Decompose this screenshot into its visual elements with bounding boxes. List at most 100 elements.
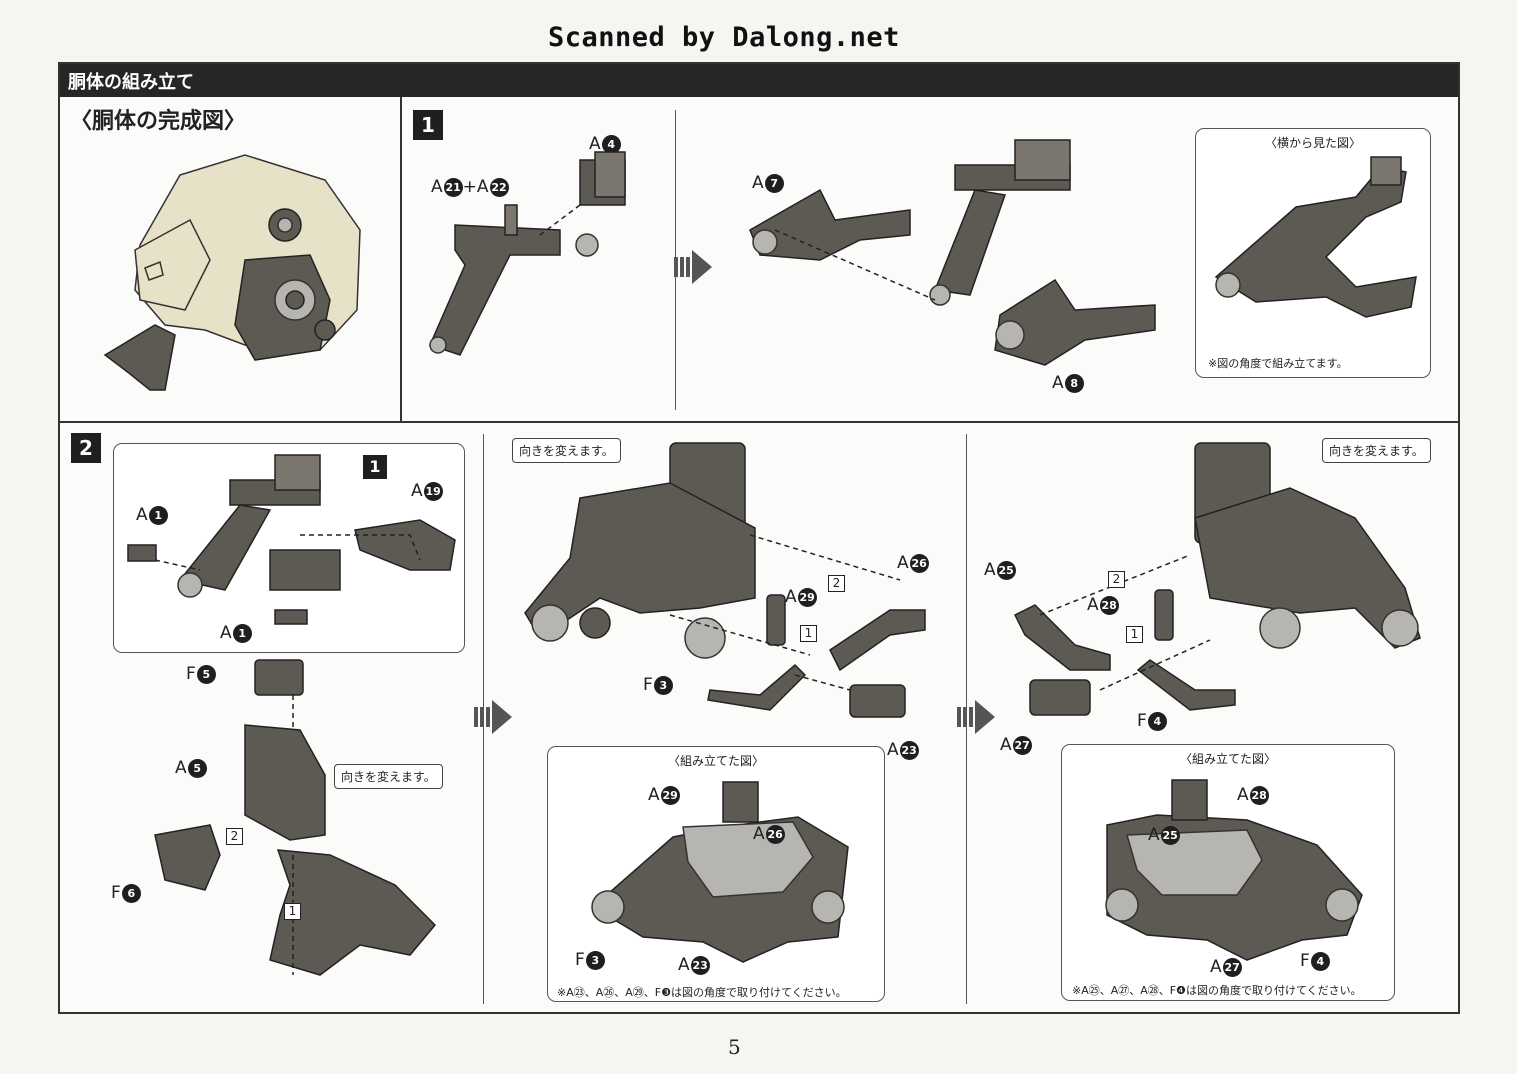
label-a8-num: 8 [1064, 373, 1084, 393]
assembled-a25-num: 25 [1160, 825, 1180, 845]
assembled-f4-letter: F [1300, 951, 1310, 971]
label-a29-middle-letter: A [785, 587, 797, 607]
right-order-1-marker: 1 [1126, 626, 1143, 643]
right-parts-illustration [1013, 554, 1236, 716]
label-a21-letter: A [431, 177, 443, 197]
step2-stack-illustration [154, 659, 437, 976]
label-a22-num: 22 [489, 177, 509, 197]
label-a25-right-letter: A [984, 560, 996, 580]
label-a19-num: 19 [423, 481, 443, 501]
divider-top-v1 [400, 97, 402, 422]
step2-flow-arrow-1 [474, 700, 512, 734]
label-a28-right-num: 28 [1099, 595, 1119, 615]
label-a1-bottom-num: 1 [232, 623, 252, 643]
assembled-a29-letter: A [648, 785, 660, 805]
label-a27-right-num: 27 [1012, 735, 1032, 755]
label-a19-letter: A [411, 481, 423, 501]
label-a26-middle-num: 26 [909, 553, 929, 573]
assembled-f3-num: 3 [585, 950, 605, 970]
assembled-a27-num: 27 [1222, 957, 1242, 977]
label-a5-letter: A [175, 758, 187, 778]
label-plus-a: +A [462, 177, 489, 197]
label-a26-middle-letter: A [897, 553, 909, 573]
label-f4-right-num: 4 [1147, 711, 1167, 731]
step2-callout-change-direction: 向きを変えます。 [334, 764, 443, 789]
label-f5-letter: F [186, 664, 196, 684]
assembled-a28-letter: A [1237, 785, 1249, 805]
label-a21-num: 21 [443, 177, 463, 197]
assembled-a26-num: 26 [765, 824, 785, 844]
assembled-a28-num: 28 [1249, 785, 1269, 805]
label-f6-letter: F [111, 883, 121, 903]
step-1-badge: 1 [413, 110, 443, 140]
label-a1-top-letter: A [136, 505, 148, 525]
step1-flow-arrow [674, 250, 712, 284]
label-f6-num: 6 [121, 883, 141, 903]
middle-chassis-illustration [524, 442, 756, 659]
middle-assembled-note: ※A㉓、A㉖、A㉙、F❸は図の角度で取り付けてください。 [557, 986, 847, 999]
assembled-a29-num: 29 [660, 785, 680, 805]
assembled-a23-num: 23 [690, 955, 710, 975]
label-a28-right-letter: A [1087, 595, 1099, 615]
divider-horizontal [60, 421, 1458, 423]
middle-assembled-title: 〈組み立てた図〉 [667, 754, 764, 768]
step1-part-assembly [774, 139, 1071, 306]
middle-order-2-marker: 2 [828, 575, 845, 592]
side-view-title: 〈横から見た図〉 [1264, 136, 1361, 150]
step2-flow-arrow-2 [957, 700, 995, 734]
right-order-2-marker: 2 [1108, 571, 1125, 588]
right-callout-change-direction: 向きを変えます。 [1322, 438, 1431, 463]
completed-torso-illustration [103, 154, 361, 391]
assembled-a26-letter: A [753, 824, 765, 844]
scanner-watermark: Scanned by Dalong.net [548, 22, 900, 53]
assembled-a23-letter: A [678, 955, 690, 975]
order-2-marker: 2 [226, 828, 243, 845]
section-header-bar: 胴体の組み立て [60, 64, 1458, 97]
label-a4-letter: A [589, 134, 601, 154]
right-assembled-note: ※A㉕、A㉗、A㉘、F❹は図の角度で取り付けてください。 [1072, 984, 1362, 997]
side-view-note: ※図の角度で組み立てます。 [1208, 357, 1348, 370]
step1-part-a7 [749, 188, 911, 261]
assembled-f4-num: 4 [1310, 951, 1330, 971]
side-view-box: 〈横から見た図〉 ※図の角度で組み立てます。 [1195, 128, 1431, 378]
step1-part-a21-a22 [428, 204, 581, 356]
label-a4-num: 4 [601, 134, 621, 154]
order-1-marker: 1 [284, 903, 301, 920]
step-2-badge: 2 [71, 433, 101, 463]
label-a1-bottom-letter: A [220, 623, 232, 643]
assembled-a25-letter: A [1148, 825, 1160, 845]
label-f5-num: 5 [196, 664, 216, 684]
step2-inset-illustration [127, 454, 456, 625]
inset-ref-badge: 1 [363, 455, 387, 479]
label-a1-top-num: 1 [148, 505, 168, 525]
completed-view-subtitle: 〈胴体の完成図〉 [70, 109, 247, 134]
label-a27-right-letter: A [1000, 735, 1012, 755]
label-a8-letter: A [1052, 373, 1064, 393]
label-a29-middle-num: 29 [797, 587, 817, 607]
step1-part-a4 [575, 151, 626, 257]
assembled-a27-letter: A [1210, 957, 1222, 977]
